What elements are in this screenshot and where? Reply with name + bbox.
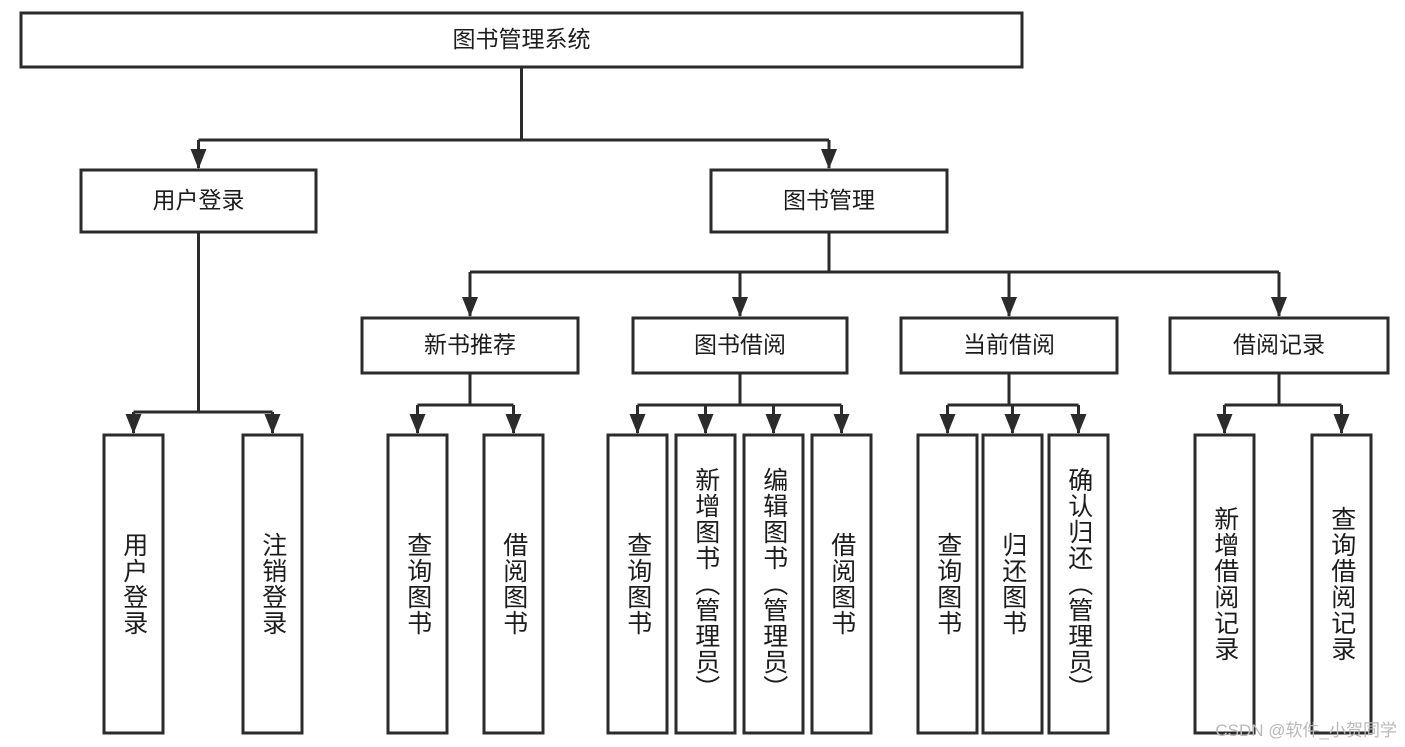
node-level2-1[interactable] (709, 168, 949, 234)
arrow-head-icon-level3-0 (462, 297, 478, 317)
node-leaf-3[interactable] (482, 433, 545, 735)
arrow-head-icon-level2-1 (821, 149, 837, 169)
node-level3-label-3: 借阅记录 (1233, 332, 1325, 358)
node-leaf-4[interactable] (606, 433, 669, 735)
node-root-label: 图书管理系统 (453, 26, 591, 52)
arrow-head-icon-leaf-4 (629, 414, 646, 434)
arrow-head-icon-leaf-10 (1070, 414, 1087, 434)
arrow-head-icon-leaf-1 (264, 414, 281, 434)
node-leaf-1[interactable] (241, 433, 304, 735)
node-level3-3[interactable] (1168, 316, 1390, 375)
node-leaf-6[interactable] (742, 433, 805, 735)
arrow-head-icon-leaf-7 (833, 414, 850, 434)
connector-layer (125, 67, 1350, 434)
node-level3-label-0: 新书推荐 (424, 332, 516, 358)
arrow-head-icon-leaf-6 (765, 414, 782, 434)
node-leaf-5[interactable] (674, 433, 737, 735)
arrow-head-icon-level3-3 (1271, 297, 1287, 317)
arrow-head-icon-leaf-11 (1216, 414, 1233, 434)
node-level2-0[interactable] (79, 168, 318, 234)
arrow-head-icon-level3-2 (1001, 297, 1017, 317)
arrow-head-icon-leaf-2 (409, 414, 426, 434)
arrow-head-icon-leaf-5 (697, 414, 714, 434)
arrow-head-icon-leaf-3 (505, 414, 522, 434)
node-box-layer (19, 11, 1390, 735)
node-leaf-0[interactable] (102, 433, 165, 735)
node-leaf-2[interactable] (386, 433, 449, 735)
node-level3-2[interactable] (899, 316, 1119, 375)
watermark-text: CSDN @软件_小贺同学 (1215, 721, 1397, 740)
node-leaf-9[interactable] (981, 433, 1044, 735)
node-level3-0[interactable] (360, 316, 580, 375)
node-leaf-10[interactable] (1047, 433, 1110, 735)
arrow-head-icon-leaf-8 (939, 414, 956, 434)
node-leaf-12[interactable] (1310, 433, 1373, 735)
node-root[interactable] (19, 11, 1024, 69)
node-level2-label-1: 图书管理 (783, 187, 875, 213)
node-level2-label-0: 用户登录 (153, 187, 245, 213)
arrow-head-icon-level2-0 (190, 149, 207, 169)
arrow-head-icon-leaf-9 (1004, 414, 1021, 434)
arrow-head-icon-leaf-0 (125, 414, 142, 434)
node-leaf-7[interactable] (810, 433, 873, 735)
node-leaf-11[interactable] (1193, 433, 1256, 735)
arrow-head-icon-leaf-12 (1333, 414, 1350, 434)
arrow-head-icon-level3-1 (732, 297, 748, 317)
node-level3-1[interactable] (631, 316, 849, 375)
node-level3-label-2: 当前借阅 (963, 332, 1055, 358)
node-leaf-8[interactable] (916, 433, 979, 735)
node-level3-label-1: 图书借阅 (694, 332, 786, 358)
